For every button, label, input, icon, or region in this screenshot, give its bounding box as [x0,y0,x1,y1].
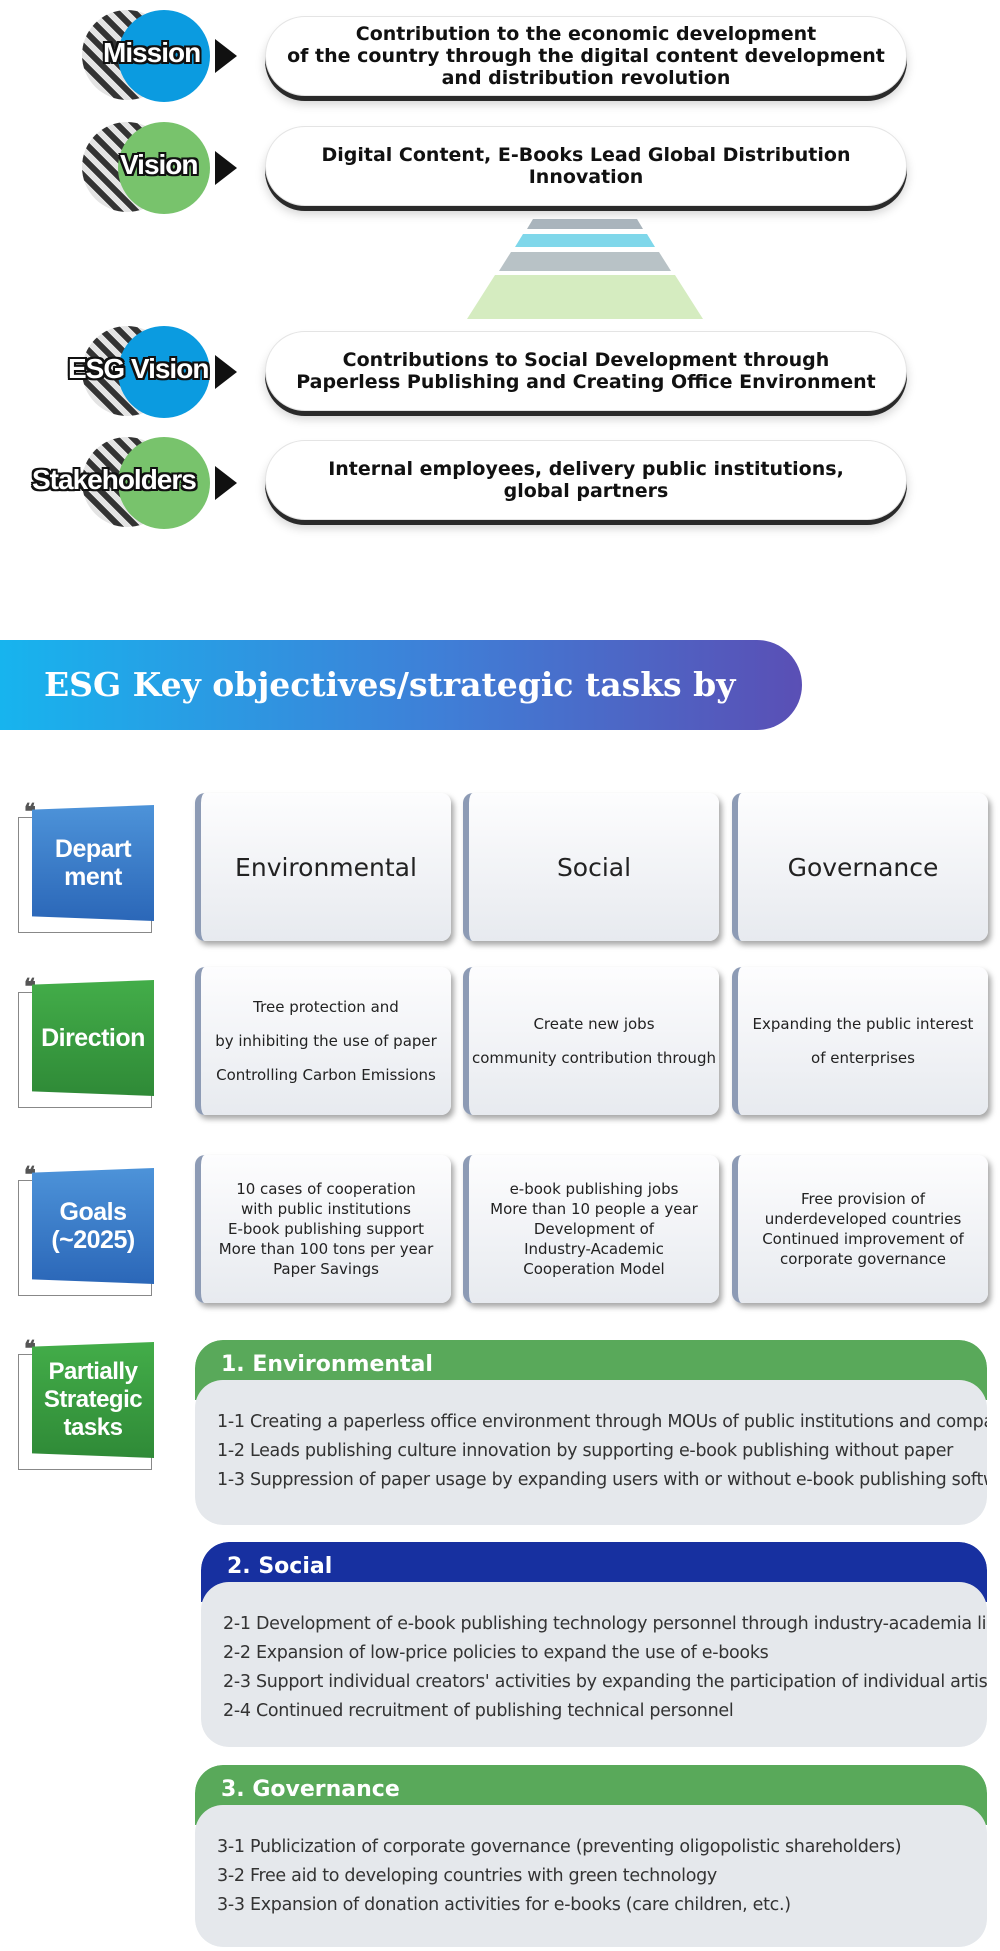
quote-icon: ❝ [24,1162,36,1188]
stakeholders-circle [118,437,210,529]
department-card-governance: Governance [732,793,988,941]
quote-icon: ❝ [24,799,36,825]
tag-goals-label: Goals (~2025) [32,1168,154,1284]
pyramid-graphic [467,219,703,319]
pyramid-layer-3 [499,252,671,271]
task-panel-environmental: 1. Environmental 1-1 Creating a paperles… [195,1340,987,1525]
vision-text: Digital Content, E-Books Lead Global Dis… [265,126,907,206]
mission-circle [118,10,210,102]
task-item: 1-1 Creating a paperless office environm… [217,1412,987,1432]
goal-card-environmental: 10 cases of cooperation with public inst… [195,1155,451,1303]
task-item: 1-2 Leads publishing culture innovation … [217,1441,954,1461]
task-item: 3-3 Expansion of donation activities for… [217,1895,791,1915]
task-item: 3-2 Free aid to developing countries wit… [217,1866,717,1886]
esg-vision-text: Contributions to Social Development thro… [265,331,907,411]
arrow-right-icon [215,355,237,389]
stakeholders-text: Internal employees, delivery public inst… [265,440,907,520]
task-item: 2-4 Continued recruitment of publishing … [223,1701,734,1721]
pyramid-layer-2 [515,234,655,247]
task-panel-body: 1-1 Creating a paperless office environm… [195,1380,987,1525]
tag-tasks: ❝ Partially Strategic tasks [18,1336,158,1470]
mission-label: Mission [103,37,201,68]
arrow-right-icon [215,39,237,73]
task-panel-body: 3-1 Publicization of corporate governanc… [195,1805,987,1947]
arrow-right-icon [215,151,237,185]
direction-card-environmental: Tree protection and by inhibiting the us… [195,967,451,1115]
task-item: 3-1 Publicization of corporate governanc… [217,1837,902,1857]
direction-card-governance: Expanding the public interest of enterpr… [732,967,988,1115]
tag-goals: ❝ Goals (~2025) [18,1162,158,1296]
pyramid-layer-4 [467,275,703,319]
tag-direction-label: Direction [32,980,154,1096]
esg-vision-circle [118,326,210,418]
task-item: 2-1 Development of e-book publishing tec… [223,1614,987,1634]
goal-card-governance: Free provision of underdeveloped countri… [732,1155,988,1303]
direction-card-social: Create new jobs community contribution t… [463,967,719,1115]
tag-department-label: Depart ment [32,805,154,921]
vision-label: Vision [120,149,199,180]
mission-text: Contribution to the economic development… [265,16,907,96]
quote-icon: ❝ [24,974,36,1000]
vision-badge: Vision [0,117,240,217]
stakeholders-label: Stakeholders [32,464,197,495]
department-card-environmental: Environmental [195,793,451,941]
goal-card-social: e-book publishing jobs More than 10 peop… [463,1155,719,1303]
vision-circle [118,122,210,214]
stakeholders-badge: Stakeholders [0,432,240,532]
arrow-right-icon [215,466,237,500]
tag-direction: ❝ Direction [18,974,158,1108]
task-item: 2-3 Support individual creators' activit… [223,1672,987,1692]
pyramid-layer-1 [527,219,643,229]
task-panel-body: 2-1 Development of e-book publishing tec… [201,1582,987,1747]
esg-vision-label: ESG Vision [68,353,209,384]
department-card-social: Social [463,793,719,941]
task-item: 2-2 Expansion of low-price policies to e… [223,1643,769,1663]
tag-tasks-label: Partially Strategic tasks [32,1342,154,1458]
mission-badge: Mission [0,5,240,105]
esg-vision-badge: ESG Vision [0,321,240,421]
task-item: 1-3 Suppression of paper usage by expand… [217,1470,987,1490]
tag-department: ❝ Depart ment [18,799,158,933]
quote-icon: ❝ [24,1336,36,1362]
task-panel-governance: 3. Governance 3-1 Publicization of corpo… [195,1765,987,1947]
task-panel-social: 2. Social 2-1 Development of e-book publ… [201,1542,987,1747]
banner-title: ESG Key objectives/strategic tasks by pa… [44,665,736,794]
section-banner: ESG Key objectives/strategic tasks by pa… [0,640,802,794]
